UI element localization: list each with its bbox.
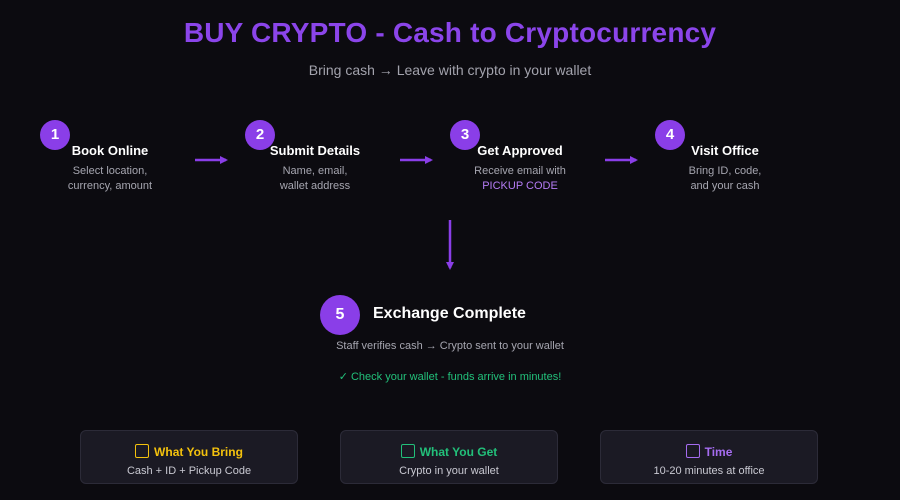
step-3-desc: Receive email with PICKUP CODE: [440, 164, 600, 194]
card-time-title: Time: [704, 445, 733, 459]
step-5-note: ✓ Check your wallet - funds arrive in mi…: [338, 371, 562, 383]
card-what-you-bring: What You Bring Cash + ID + Pickup Code: [80, 430, 298, 484]
card-bring-header: What You Bring: [81, 444, 297, 459]
card-time-body: 10-20 minutes at office: [653, 465, 765, 477]
card-time-header: Time: [601, 444, 817, 459]
step-5-desc: Staff verifies cash → Crypto sent to you…: [336, 340, 564, 352]
card-get-body: Crypto in your wallet: [399, 465, 499, 477]
card-get-title: What You Get: [419, 445, 498, 459]
step-2-desc-line: Name, email,: [282, 165, 348, 177]
page-title: BUY CRYPTO - Cash to Cryptocurrency: [183, 17, 717, 48]
step-4-desc: Bring ID, code, and your cash: [645, 164, 805, 194]
page-subtitle: Bring cash → Leave with crypto in your w…: [308, 62, 592, 78]
step-4-badge: 4: [655, 120, 685, 150]
numbers-icon: [400, 444, 415, 458]
step-1-title: Book Online: [71, 143, 149, 158]
step-1-badge: 1: [40, 120, 70, 150]
step-5-title: Exchange Complete: [373, 305, 526, 322]
step-3-badge: 3: [450, 120, 480, 150]
step-1-desc-line: Select location,: [72, 165, 148, 177]
card-get-header: What You Get: [341, 444, 557, 459]
step-3-desc-line: Receive email with: [474, 165, 566, 177]
step-1-desc-line: currency, amount: [67, 180, 153, 192]
step-1-desc: Select location, currency, amount: [30, 164, 190, 194]
step-2-badge: 2: [245, 120, 275, 150]
step-2-title: Submit Details: [269, 143, 361, 158]
step-4-title: Visit Office: [691, 143, 759, 158]
pickup-code-highlight: PICKUP CODE: [482, 180, 558, 192]
step-4-desc-line: and your cash: [690, 180, 760, 192]
card-time: Time 10-20 minutes at office: [600, 430, 818, 484]
step-2-desc-line: wallet address: [279, 180, 351, 192]
numbers-icon: [135, 444, 150, 458]
step-2-desc: Name, email, wallet address: [235, 164, 395, 194]
step-5-badge: 5: [320, 295, 360, 335]
step-3-title: Get Approved: [477, 143, 563, 158]
step-4-desc-line: Bring ID, code,: [688, 165, 762, 177]
numbers-icon: [685, 444, 700, 458]
card-bring-body: Cash + ID + Pickup Code: [126, 465, 252, 477]
card-what-you-get: What You Get Crypto in your wallet: [340, 430, 558, 484]
card-bring-title: What You Bring: [154, 445, 243, 459]
